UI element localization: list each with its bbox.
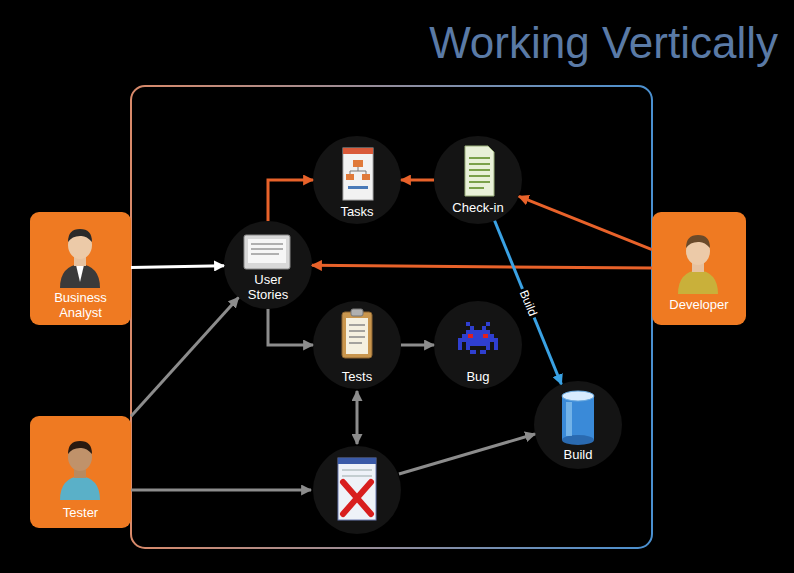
bug-icon [458, 322, 498, 354]
connector [519, 196, 652, 249]
node-label: Bug [440, 369, 516, 384]
node-label: User Stories [240, 272, 296, 302]
connector [268, 180, 313, 221]
title: Working Vertically [429, 18, 778, 68]
task-circle: Tasks [313, 136, 401, 224]
node-circles [224, 136, 622, 534]
connector [312, 265, 652, 268]
node-label: Tests [319, 369, 395, 384]
business-analyst-icon [60, 229, 100, 288]
tasks-icon [343, 148, 373, 200]
node-label: Tester [36, 505, 126, 520]
user-stories-circle: User Stories [224, 221, 312, 309]
developer-icon [678, 235, 718, 294]
edge-label: Build [516, 286, 541, 320]
node-label: Build [540, 447, 616, 462]
tests-icon [342, 309, 372, 358]
connector [401, 344, 434, 347]
user-stories-icon [244, 235, 290, 269]
bug-circle: Bug [434, 301, 522, 389]
node-label: Tasks [319, 204, 395, 219]
connector [131, 266, 224, 268]
build-icon [562, 391, 594, 445]
node-label: Developer [656, 297, 742, 312]
connector [268, 309, 313, 345]
check-in-icon [465, 146, 494, 196]
failed-test-icon [338, 458, 376, 520]
connector [495, 221, 562, 385]
frame [131, 86, 652, 548]
check-in-circle: Check-in [434, 136, 522, 224]
layout-connectors [131, 391, 535, 490]
tester-icon [60, 441, 100, 500]
tests-circle: Tests [313, 301, 401, 389]
node-label: Check-in [440, 200, 516, 215]
connector [401, 179, 434, 182]
connector [131, 298, 238, 417]
node-label: Business Analyst [36, 290, 126, 320]
build-circle: Build [534, 381, 622, 469]
